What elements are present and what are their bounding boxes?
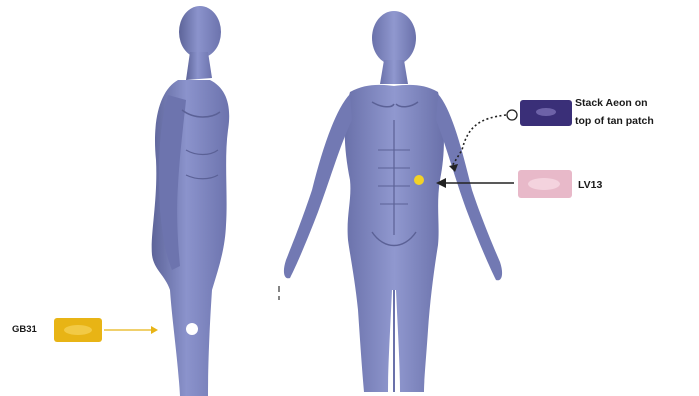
gb31-arrowhead (151, 326, 158, 334)
lv13-point (414, 175, 424, 185)
gb31-label: GB31 (12, 323, 37, 337)
side-view-figure (152, 6, 230, 396)
stack-aeon-label-line2: top of tan patch (575, 114, 654, 128)
gb31-point (186, 323, 198, 335)
lv13-label: LV13 (578, 178, 602, 192)
aeon-annotation (449, 100, 572, 172)
front-view-figure (284, 11, 502, 392)
aeon-anchor-circle (507, 110, 517, 120)
stack-aeon-label-line1: Stack Aeon on (575, 96, 648, 110)
